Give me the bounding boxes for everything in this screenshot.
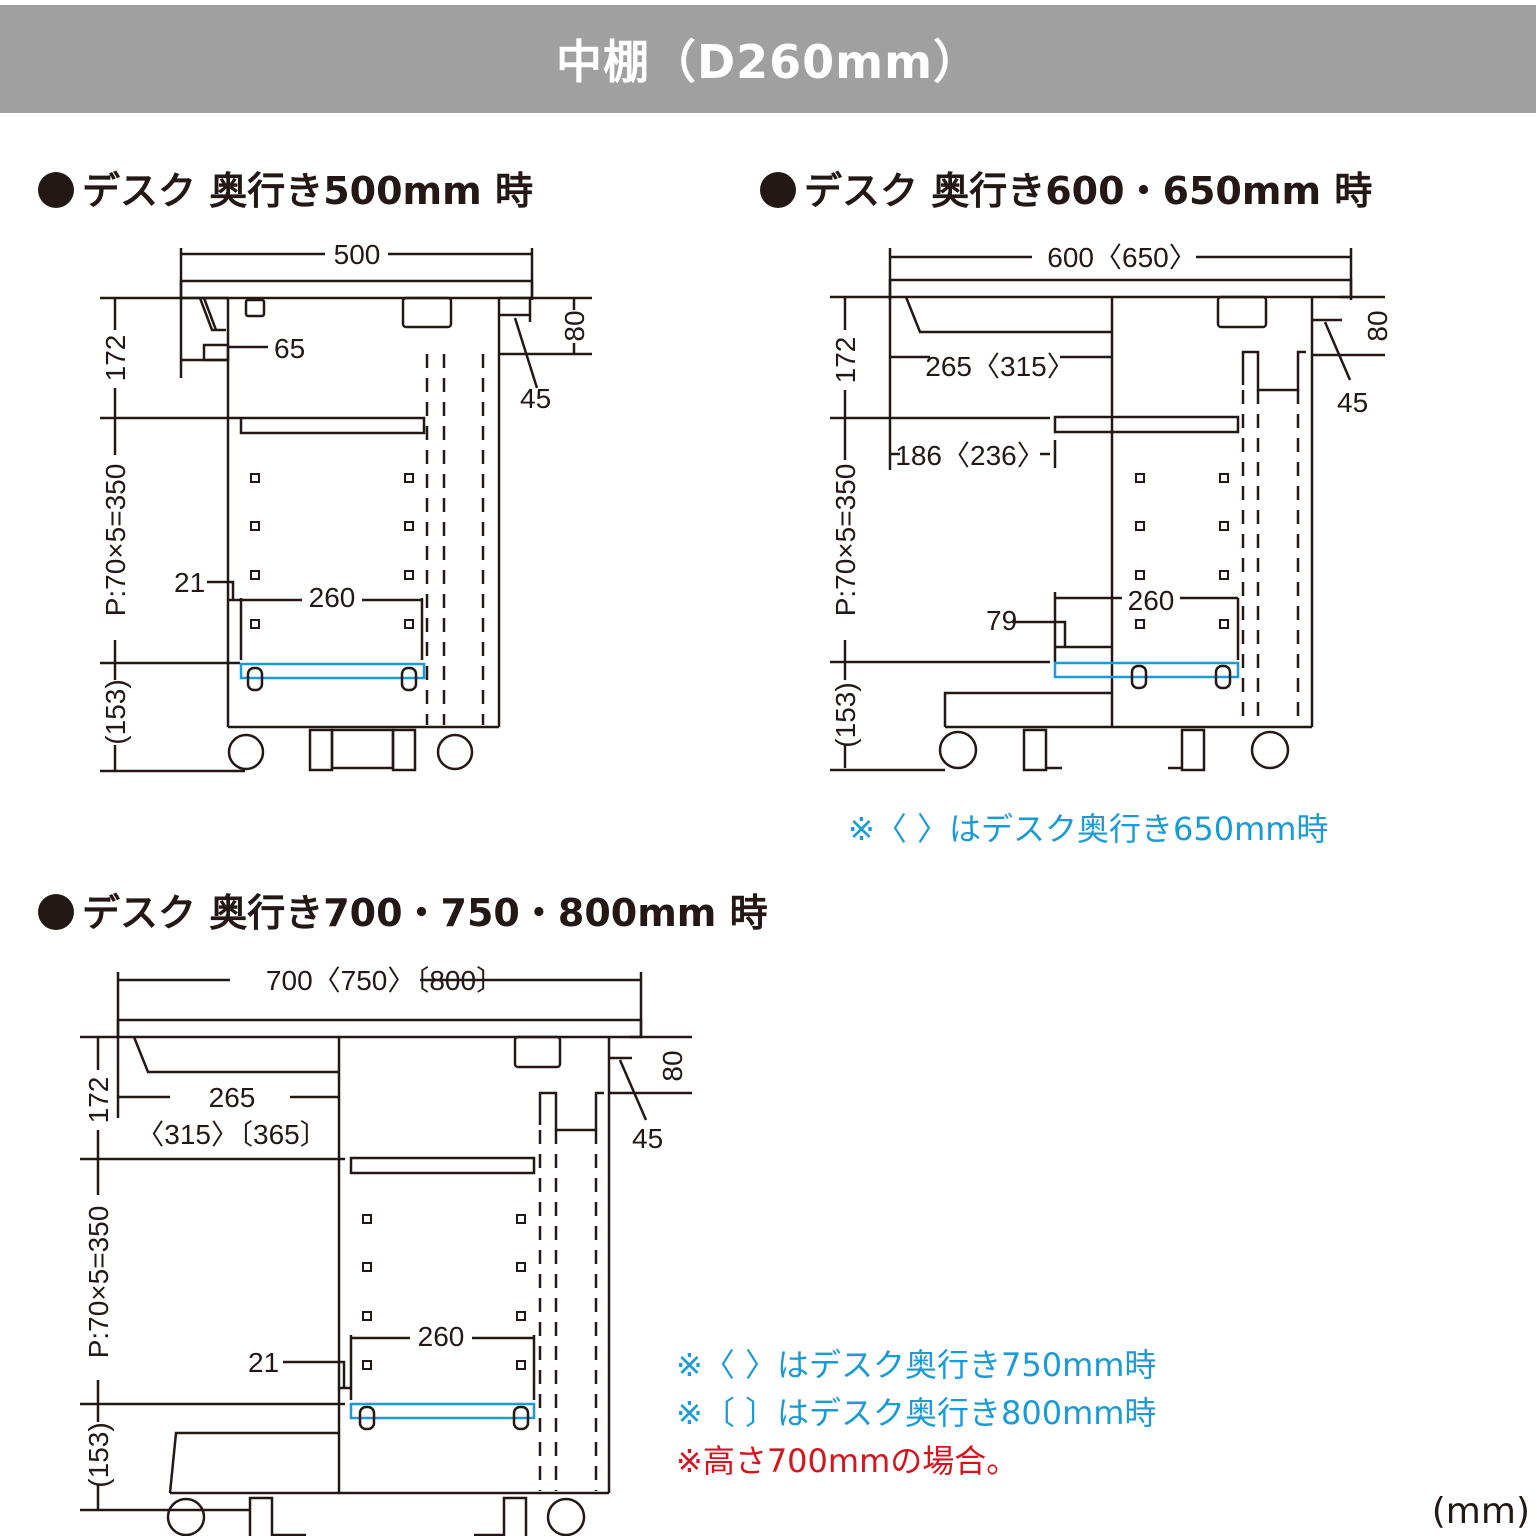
dim-width-label: 700〈750〉〔800〕 [266,965,504,996]
dim-79-label: 79 [986,605,1017,636]
dim-153-label: (153) [100,679,131,744]
dim-width-label: 600〈650〉 [1047,242,1196,273]
dim-width-label: 500 [334,239,381,270]
dim-pitch-label: P:70×5=350 [83,1206,114,1359]
dim-186-label: 186〈236〉 [895,440,1044,471]
dim-153-label: (153) [830,682,861,747]
dim-80-label: 80 [657,1050,688,1081]
dim-265-alt-label: 〈315〉〔365〕 [136,1119,327,1150]
dim-172-label: 172 [830,337,861,384]
dim-260-label: 260 [309,582,356,613]
dim-265-label: 265〈315〉 [925,351,1074,382]
middle-shelf-highlight [349,1402,536,1420]
unit-label: (mm) [1431,1491,1530,1532]
dim-260-label: 260 [418,1321,465,1352]
section-title-text: デスク 奥行き500mm 時 [82,169,533,213]
section-title-text: デスク 奥行き700・750・800mm 時 [82,891,768,935]
dim-265-label: 265 [209,1082,256,1113]
bullet-icon [760,172,796,208]
dim-172-label: 172 [100,335,131,382]
note-800: ※〔 〕はデスク奥行き800mm時 [676,1394,1157,1432]
dim-80-label: 80 [1362,310,1393,341]
dim-65-label: 65 [274,333,305,364]
dim-45-label: 45 [1337,387,1368,418]
dim-21-label: 21 [174,567,205,598]
dim-260-label: 260 [1128,585,1175,616]
dim-172-label: 172 [83,1077,114,1124]
note-750: ※〈 〉はデスク奥行き750mm時 [676,1346,1157,1384]
middle-shelf-highlight [239,662,426,680]
section-title-700: デスク 奥行き700・750・800mm 時 [38,882,768,937]
bullet-icon [38,172,74,208]
note-height-700: ※高さ700mmの場合。 [676,1442,1019,1480]
dim-80-label: 80 [559,310,590,341]
dim-21-label: 21 [248,1347,279,1378]
page-title: 中棚（D260mm） [555,35,981,89]
dim-pitch-label: P:70×5=350 [830,464,861,617]
dim-45-label: 45 [520,383,551,414]
section-title-text: デスク 奥行き600・650mm 時 [804,169,1373,213]
section-title-600: デスク 奥行き600・650mm 時 [760,160,1372,215]
note-650: ※〈 〉はデスク奥行き650mm時 [848,810,1329,848]
section-title-500: デスク 奥行き500mm 時 [38,160,533,215]
dim-153-label: (153) [83,1422,114,1487]
bullet-icon [38,894,74,930]
dim-45-label: 45 [632,1123,663,1154]
dim-pitch-label: P:70×5=350 [100,464,131,617]
header-bar: 中棚（D260mm） [0,5,1536,113]
